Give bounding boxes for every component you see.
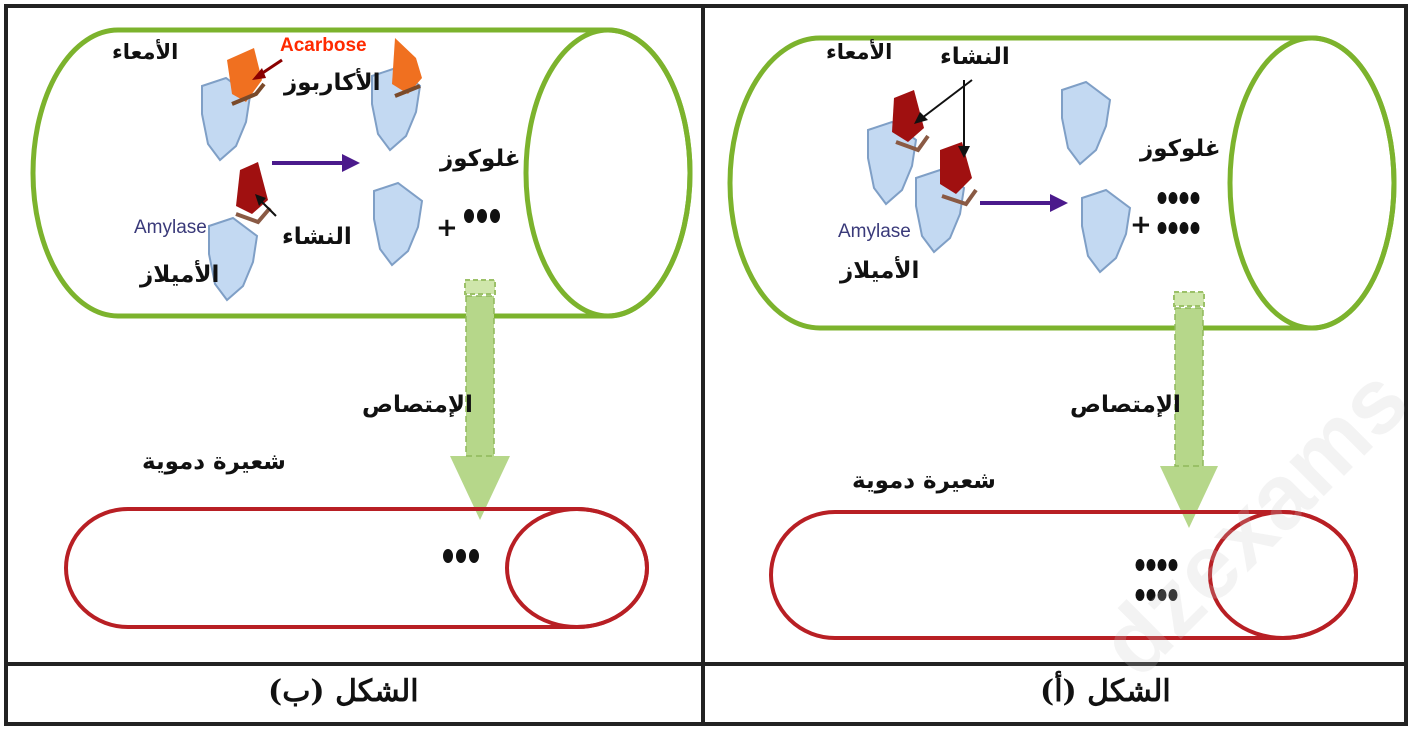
label-intestine: الأمعاء — [112, 40, 179, 64]
glucose-dot-icon — [1190, 192, 1200, 204]
capillary-tube-end — [1208, 510, 1358, 640]
absorption-arrow-outline — [465, 295, 495, 457]
glucose-dot-icon — [477, 209, 487, 223]
enzyme-icon — [1081, 188, 1132, 274]
absorption-arrow-head — [1160, 466, 1218, 528]
glucose-dot-icon — [1135, 559, 1145, 571]
intestine-tube-end — [1227, 35, 1397, 331]
glucose-group-blood — [1135, 559, 1178, 601]
glucose-dot-icon — [464, 209, 474, 223]
glucose-dot-icon — [1190, 222, 1200, 234]
glucose-dot-icon — [1168, 589, 1178, 601]
glucose-dot-icon — [1179, 192, 1189, 204]
starch-stripe — [895, 134, 930, 153]
acarbose-icon — [227, 48, 262, 102]
absorption-arrow-stub — [464, 279, 496, 295]
absorption-arrow-outline — [1174, 307, 1204, 467]
enzyme-icon — [208, 216, 259, 302]
panel-a — [727, 35, 1397, 640]
glucose-dot-icon — [1135, 589, 1145, 601]
label-capillary: شعيرة دموية — [852, 468, 996, 494]
plus-sign: + — [436, 213, 458, 243]
starch-stripe — [941, 188, 978, 207]
reaction-arrow-head — [342, 154, 360, 172]
label-starch: النشاء — [940, 44, 1010, 70]
capillary-tube-end — [505, 507, 649, 629]
pointer-head — [252, 68, 266, 80]
absorption-arrow-icon — [1175, 308, 1203, 466]
glucose-dot-icon — [1157, 589, 1167, 601]
label-acarbose-en: Acarbose — [280, 35, 367, 56]
intestine-tube-end — [523, 27, 693, 319]
table-border — [4, 4, 1408, 726]
label-glucose: غلوكوز — [1140, 136, 1221, 162]
glucose-group-intestine — [1157, 192, 1200, 234]
enzyme-icon — [1061, 80, 1112, 166]
label-amylase-en: Amylase — [838, 221, 911, 242]
absorption-arrow-head — [450, 456, 510, 520]
caption-panel-b: الشكل (ب) — [268, 674, 419, 709]
reaction-arrow-head — [1050, 194, 1068, 212]
glucose-dot-icon — [1168, 222, 1178, 234]
acarbose-icon — [392, 38, 422, 94]
glucose-group-intestine — [464, 209, 500, 223]
label-absorption: الإمتصاص — [362, 392, 473, 418]
pointer-head — [914, 112, 928, 124]
label-acarbose-ar: الأكاربوز — [284, 70, 381, 96]
glucose-dot-icon — [1157, 192, 1167, 204]
glucose-dot-icon — [1179, 222, 1189, 234]
acarbose-stripe — [394, 84, 421, 98]
glucose-dot-icon — [1146, 559, 1156, 571]
plus-sign: + — [1130, 210, 1152, 240]
glucose-dot-icon — [456, 549, 466, 563]
glucose-dot-icon — [443, 549, 453, 563]
enzyme-icon — [373, 181, 424, 267]
glucose-dot-icon — [1157, 222, 1167, 234]
glucose-dot-icon — [1157, 559, 1167, 571]
acarbose-stripe — [231, 82, 266, 106]
glucose-group-blood — [443, 549, 479, 563]
glucose-dot-icon — [469, 549, 479, 563]
label-glucose: غلوكوز — [440, 146, 521, 172]
glucose-dot-icon — [1168, 192, 1178, 204]
absorption-arrow-stub — [1173, 291, 1205, 307]
glucose-dot-icon — [490, 209, 500, 223]
label-capillary: شعيرة دموية — [142, 449, 286, 475]
glucose-dot-icon — [1146, 589, 1156, 601]
glucose-dot-icon — [1168, 559, 1178, 571]
label-starch: النشاء — [282, 224, 352, 250]
pointer-head — [958, 146, 970, 158]
label-amylase-ar: الأميلاز — [140, 262, 220, 288]
label-absorption: الإمتصاص — [1070, 392, 1181, 418]
label-amylase-ar: الأميلاز — [840, 258, 920, 284]
label-intestine: الأمعاء — [826, 40, 893, 64]
pointer-head — [255, 194, 266, 206]
caption-panel-a: الشكل (أ) — [1040, 674, 1171, 709]
starch-icon — [892, 90, 924, 142]
label-amylase-en: Amylase — [134, 217, 207, 238]
starch-stripe — [235, 206, 272, 225]
panel-b — [30, 27, 693, 629]
absorption-arrow-icon — [466, 296, 494, 456]
